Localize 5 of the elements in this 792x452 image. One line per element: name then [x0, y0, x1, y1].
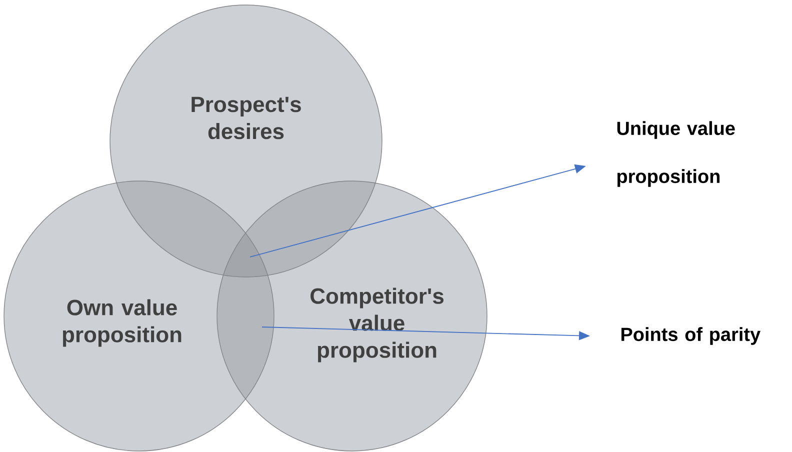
circle-label: Competitor's value proposition [310, 288, 444, 362]
circle-label: Prospect's desires [192, 96, 301, 140]
callout-text: Points of parity [621, 327, 760, 345]
callout-text: Unique value proposition [617, 121, 735, 187]
circle-label: Own value proposition [62, 299, 182, 347]
